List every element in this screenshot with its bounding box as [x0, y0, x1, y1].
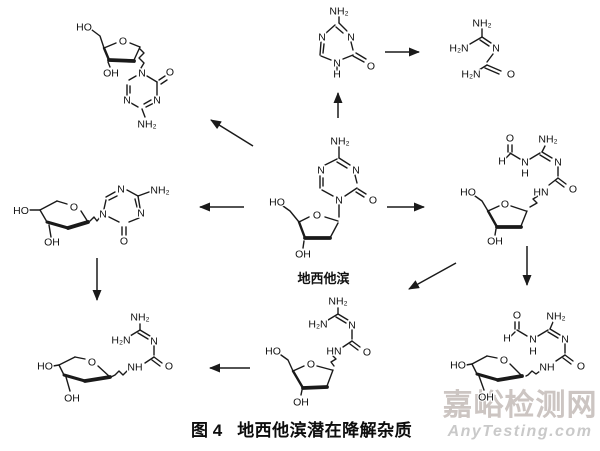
atom-label: H: [521, 168, 529, 180]
arrow-decitabine-to-alpha-anomer: [210, 119, 254, 147]
atom-label: H: [333, 69, 341, 81]
atom-label: O: [507, 69, 515, 81]
atom-label: H: [503, 333, 511, 345]
molecule-azacytosine: NH₂ N N N H O: [317, 4, 376, 82]
arrow-formyl-furanoside-to-guanidine-furanoside: [408, 262, 457, 290]
atom-label: N: [348, 320, 356, 332]
atom-label: N: [138, 68, 146, 80]
atom-label: NH: [127, 362, 142, 374]
atom-label: H₂N: [449, 43, 468, 55]
atom-label: HO: [450, 360, 466, 372]
atom-label: O: [166, 67, 174, 79]
atom-label: N: [117, 184, 125, 196]
atom-label: H₂N: [308, 319, 327, 331]
atom-label: O: [500, 355, 508, 367]
atom-label: N: [137, 208, 145, 220]
atom-label: OH: [293, 397, 309, 409]
atom-label: OH: [64, 393, 80, 405]
atom-label: N: [529, 334, 537, 346]
wavy-bond: [110, 370, 128, 378]
molecule-guanylurea: NH₂ H₂N N H₂N O: [448, 16, 516, 82]
atom-label: N: [317, 165, 325, 177]
atom-label: O: [307, 359, 315, 371]
atom-label: NH₂: [150, 185, 169, 197]
atom-label: O: [369, 195, 377, 207]
molecule-formyl-guanidine-furanoside: O H N H NH₂ N O HN HO O OH: [459, 131, 578, 249]
atom-label: H₂N: [111, 335, 130, 347]
atom-label: NH₂: [330, 136, 349, 148]
atom-label: O: [577, 361, 585, 373]
atom-label: HO: [460, 187, 476, 199]
atom-label: NH₂: [328, 296, 347, 308]
atom-label: N: [318, 32, 326, 44]
atom-label: O: [88, 357, 96, 369]
atom-label: O: [367, 61, 375, 73]
atom-label: OH: [295, 249, 311, 261]
atom-label: N: [99, 209, 107, 221]
atom-label: HO: [269, 197, 285, 209]
atom-label: NH₂: [538, 134, 557, 146]
atom-label: N: [153, 95, 161, 107]
wavy-bond: [529, 195, 539, 208]
figure-caption: 图 4 地西他滨潜在降解杂质: [191, 416, 412, 441]
atom-label: O: [313, 210, 321, 222]
atom-label: OH: [478, 392, 494, 404]
wavy-bond: [330, 355, 337, 367]
atom-label: O: [506, 133, 514, 145]
molecule-formyl-guanidine-pyranoside: O H N H NH₂ N O NH HO O OH: [449, 308, 586, 405]
atom-label: HO: [265, 346, 281, 358]
figure-caption-text: 地西他滨潜在降解杂质: [237, 421, 413, 440]
atom-label: N: [335, 195, 343, 207]
molecule-alpha-anomer: HO O OH N O N N NH₂: [75, 20, 175, 132]
wavy-bond: [89, 216, 101, 222]
atom-label: HN: [326, 346, 341, 358]
atom-label: OH: [487, 236, 503, 248]
atom-label: NH₂: [130, 312, 149, 324]
wavy-bond: [525, 370, 541, 377]
atom-label: O: [165, 361, 173, 373]
atom-label: O: [120, 236, 128, 248]
atom-label: N: [347, 32, 355, 44]
atom-label: NH: [539, 362, 554, 374]
atom-label: N: [150, 336, 158, 348]
atom-label: HO: [76, 22, 92, 34]
atom-label: O: [513, 310, 521, 322]
atom-label: N: [352, 165, 360, 177]
molecule-pyranose-isomer: HO O OH N N NH₂ N O: [12, 182, 171, 250]
figure-caption-number: 图 4: [191, 421, 223, 440]
atom-label: NH₂: [472, 18, 491, 30]
atom-label: O: [70, 202, 78, 214]
atom-label: HO: [37, 361, 53, 373]
atom-label: N: [561, 334, 569, 346]
atom-label: HO: [13, 205, 29, 217]
molecule-guanidine-furanoside: NH₂ H₂N N O HN HO O OH: [264, 294, 372, 410]
molecule-guanidine-pyranoside: NH₂ H₂N N O NH HO O OH: [36, 310, 174, 406]
wavy-bond: [138, 48, 145, 69]
molecule-decitabine: NH₂ N N N O HO O OH: [268, 134, 378, 262]
compound-label-decitabine: 地西他滨: [297, 271, 350, 286]
atom-label: H: [498, 156, 506, 168]
atom-label: O: [119, 36, 127, 48]
atom-label: O: [501, 199, 509, 211]
atom-label: H: [529, 346, 537, 358]
atom-label: OH: [103, 68, 119, 80]
atom-label: N: [521, 157, 529, 169]
atom-label: O: [363, 347, 371, 359]
atom-label: N: [554, 157, 562, 169]
atom-label: NH₂: [329, 6, 348, 18]
atom-label: OH: [44, 237, 60, 249]
atom-label: H₂N: [461, 69, 480, 81]
atom-label: N: [333, 58, 341, 70]
atom-label: N: [492, 43, 500, 55]
atom-label: HN: [533, 187, 548, 199]
atom-label: NH₂: [137, 119, 156, 131]
atom-label: N: [123, 95, 131, 107]
atom-label: O: [569, 184, 577, 196]
atom-label: NH₂: [546, 311, 565, 323]
